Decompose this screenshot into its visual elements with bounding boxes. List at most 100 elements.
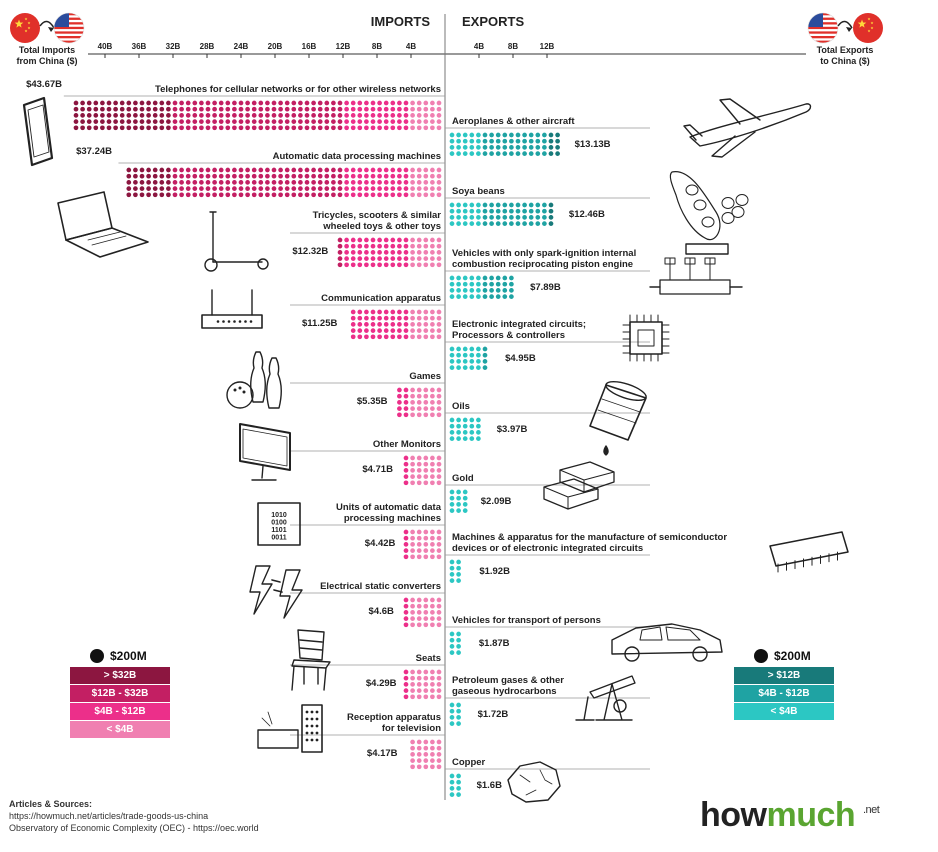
import-dot <box>298 173 303 179</box>
export-dot <box>456 202 461 208</box>
import-dot <box>172 192 178 198</box>
import-dot <box>113 113 118 118</box>
import-dot <box>410 548 415 553</box>
import-dot <box>423 243 429 249</box>
import-dot <box>166 180 171 185</box>
import-dot <box>436 675 442 681</box>
icon-stroke <box>301 704 323 753</box>
export-label: Aeroplanes & other aircraft <box>452 116 575 127</box>
import-dot <box>284 100 290 106</box>
export-dot <box>548 202 554 208</box>
export-dot <box>449 650 455 655</box>
icon-stroke <box>637 329 655 347</box>
import-dot <box>416 688 422 693</box>
remote-button <box>305 710 309 714</box>
import-dot <box>179 192 184 198</box>
export-dot <box>462 208 468 214</box>
import-dot <box>172 167 178 173</box>
airplane-icon <box>683 98 812 158</box>
import-dot <box>416 180 422 185</box>
export-dot <box>489 281 494 287</box>
import-dot <box>410 474 415 479</box>
import-dot <box>416 387 422 393</box>
import-dot <box>271 180 277 185</box>
import-dot <box>179 186 184 191</box>
export-label: Machines & apparatus for the manufacture… <box>452 532 727 543</box>
import-dot <box>251 100 257 106</box>
import-dot <box>430 250 435 255</box>
import-dot <box>324 125 330 131</box>
export-dot <box>509 132 514 138</box>
import-dot <box>331 173 336 179</box>
sources-link-article[interactable]: https://howmuch.net/articles/trade-goods… <box>9 811 209 821</box>
import-dot <box>218 173 224 179</box>
legend-imports-unit-label: $200M <box>110 649 147 663</box>
import-dot <box>317 119 323 124</box>
import-dot <box>80 100 85 106</box>
import-dot <box>284 192 290 198</box>
import-dot <box>238 192 244 198</box>
import-dot <box>357 180 363 185</box>
usa-flag-icon <box>53 12 85 44</box>
import-dot <box>423 309 429 315</box>
import-dot <box>265 173 270 179</box>
import-dot <box>390 113 396 118</box>
export-dot <box>476 202 481 208</box>
import-dot <box>152 186 158 191</box>
import-dot <box>403 455 409 461</box>
import-dot <box>119 106 125 112</box>
import-dot <box>205 113 211 118</box>
import-dot <box>212 186 217 191</box>
export-dot <box>462 436 468 441</box>
car-wheel <box>624 646 640 662</box>
import-dot <box>278 106 283 112</box>
remote-button <box>310 717 314 721</box>
import-dot <box>397 192 402 198</box>
import-dot <box>245 192 250 198</box>
import-dot <box>410 387 415 393</box>
import-dot <box>364 334 369 340</box>
router-led <box>238 320 242 323</box>
import-dot <box>410 328 415 333</box>
import-dot <box>410 682 415 687</box>
import-dot <box>225 173 231 179</box>
export-value-label: $7.89B <box>530 282 561 293</box>
import-dot <box>265 180 270 185</box>
export-dot <box>548 151 554 156</box>
import-dot <box>192 106 198 112</box>
import-dot <box>218 106 224 112</box>
import-value-label: $4.71B <box>362 464 393 475</box>
import-dot <box>232 173 237 179</box>
export-bar-3: Vehicles with only spark-ignition intern… <box>445 248 650 299</box>
export-dot <box>476 294 481 299</box>
icon-stroke <box>257 729 299 749</box>
import-dot <box>403 480 409 486</box>
soybean-icon <box>669 171 749 241</box>
import-dot <box>344 125 349 131</box>
import-dot <box>436 669 442 675</box>
import-dot <box>416 752 422 757</box>
howmuch-logo[interactable]: howmuch .net <box>700 796 880 835</box>
export-dot <box>502 202 508 208</box>
export-dot <box>449 715 455 720</box>
export-dot <box>476 151 481 156</box>
binary-digits: 0011 <box>271 535 286 542</box>
flag-star-icon <box>857 19 867 28</box>
import-dot <box>416 529 422 535</box>
arrow-curve <box>837 20 853 29</box>
export-dot <box>548 215 554 220</box>
import-dot <box>172 186 178 191</box>
import-dot <box>423 739 429 745</box>
import-dot <box>430 256 435 261</box>
import-dot <box>212 180 217 185</box>
export-dot <box>449 436 455 441</box>
import-dot <box>377 100 382 106</box>
import-dot <box>410 764 415 770</box>
bowling-icon <box>226 351 282 409</box>
import-dot <box>397 412 402 418</box>
import-dot <box>377 167 382 173</box>
import-dot <box>383 119 389 124</box>
export-dot <box>456 792 461 797</box>
sources-link-oec[interactable]: Observatory of Economic Complexity (OEC)… <box>9 823 259 833</box>
ball-hole <box>242 390 246 394</box>
